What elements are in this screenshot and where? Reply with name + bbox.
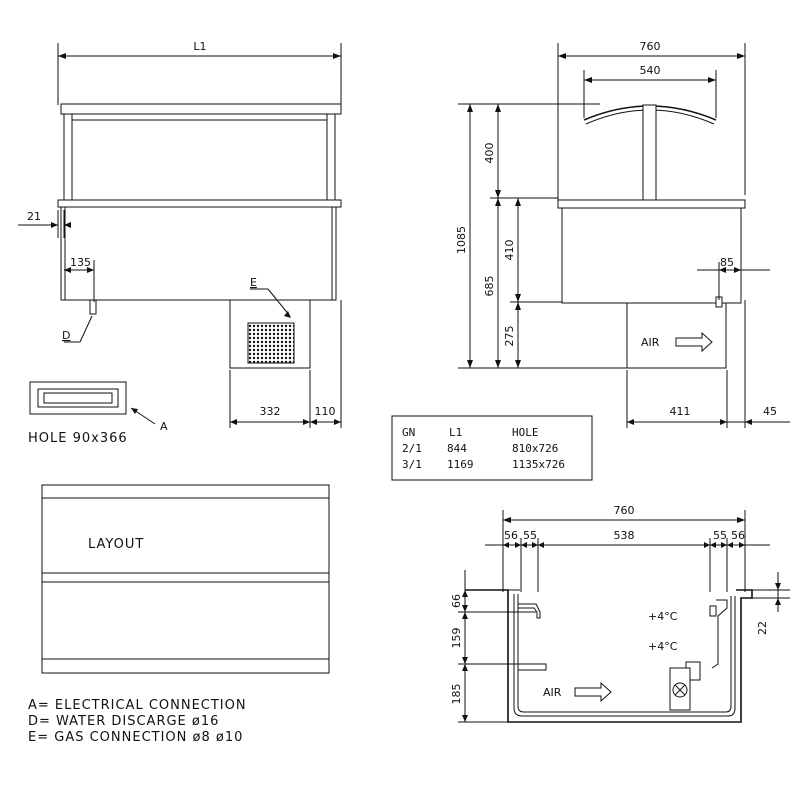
side-dim-275: 275 xyxy=(503,326,516,347)
side-post xyxy=(642,104,657,201)
legend: A= ELECTRICAL CONNECTION D= WATER DISCAR… xyxy=(28,698,247,745)
section-dim-55-left: 55 xyxy=(523,529,537,542)
dim-110: 110 xyxy=(315,405,336,418)
temp-label-1: +4°C xyxy=(648,610,678,623)
table-cell: 810x726 xyxy=(512,442,558,455)
section-dim-55-right: 55 xyxy=(713,529,727,542)
section-inner-tank xyxy=(513,594,736,717)
side-dim-540: 540 xyxy=(640,64,661,77)
side-view: 760 540 AIR 1085 400 685 41 xyxy=(455,40,790,428)
table-cell: 1169 xyxy=(447,458,474,471)
section-air-arrow-icon xyxy=(574,681,612,703)
drain-outlet xyxy=(89,299,97,315)
legend-a: A= ELECTRICAL CONNECTION xyxy=(28,698,247,713)
section-view: 760 56 55 538 55 56 +4°C +4°C A xyxy=(450,504,790,723)
hole-caption: HOLE 90x366 xyxy=(28,431,128,446)
front-view: L1 21 135 D E xyxy=(18,40,342,428)
section-dim-538: 538 xyxy=(614,529,635,542)
side-dim-685: 685 xyxy=(483,276,496,297)
dim-21: 21 xyxy=(27,210,41,223)
dim-332: 332 xyxy=(260,405,281,418)
dim-l1: L1 xyxy=(193,40,206,53)
post-right xyxy=(326,113,336,201)
dim-135: 135 xyxy=(70,256,91,269)
label-d: D xyxy=(62,329,70,342)
side-body xyxy=(561,207,742,304)
unit-body xyxy=(60,206,337,301)
legend-e: E= GAS CONNECTION ø8 ø10 xyxy=(28,730,243,745)
section-air-label: AIR xyxy=(543,686,562,699)
side-dim-400: 400 xyxy=(483,143,496,164)
side-dim-410: 410 xyxy=(503,240,516,261)
hole-detail: A HOLE 90x366 xyxy=(28,381,168,446)
section-dim-56-left: 56 xyxy=(504,529,518,542)
side-dim-760: 760 xyxy=(640,40,661,53)
table-cell: 844 xyxy=(447,442,467,455)
label-a: A xyxy=(160,420,168,433)
table-header-gn: GN xyxy=(402,426,415,439)
table-cell: 3/1 xyxy=(402,458,422,471)
side-air-label: AIR xyxy=(641,336,660,349)
post-left xyxy=(63,113,73,201)
table-header-hole: HOLE xyxy=(512,426,539,439)
section-dim-760: 760 xyxy=(614,504,635,517)
section-dim-56-right: 56 xyxy=(731,529,745,542)
layout-view: LAYOUT xyxy=(41,484,330,674)
side-dim-85: 85 xyxy=(720,256,734,269)
section-outer-shell xyxy=(465,589,753,723)
layout-label: LAYOUT xyxy=(88,537,144,552)
table-cell: 2/1 xyxy=(402,442,422,455)
table-cell: 1135x726 xyxy=(512,458,565,471)
side-dim-45: 45 xyxy=(763,405,777,418)
evaporator-fan xyxy=(669,667,691,711)
table-header-l1: L1 xyxy=(449,426,462,439)
air-arrow-icon xyxy=(675,331,713,353)
side-dim-411: 411 xyxy=(670,405,691,418)
sneeze-guard-glass xyxy=(60,103,342,115)
legend-d: D= WATER DISCARGE ø16 xyxy=(28,714,219,729)
size-table: GN L1 HOLE 2/1 844 810x726 3/1 1169 1135… xyxy=(391,415,593,481)
vent-grille xyxy=(247,322,295,364)
section-dim-159: 159 xyxy=(450,628,463,649)
temp-label-2: +4°C xyxy=(648,640,678,653)
section-dim-22: 22 xyxy=(756,621,769,635)
section-dim-185: 185 xyxy=(450,684,463,705)
side-dim-1085: 1085 xyxy=(455,226,468,254)
label-e: E xyxy=(250,276,257,289)
side-cooling-unit xyxy=(626,302,727,369)
section-dim-66: 66 xyxy=(450,594,463,608)
